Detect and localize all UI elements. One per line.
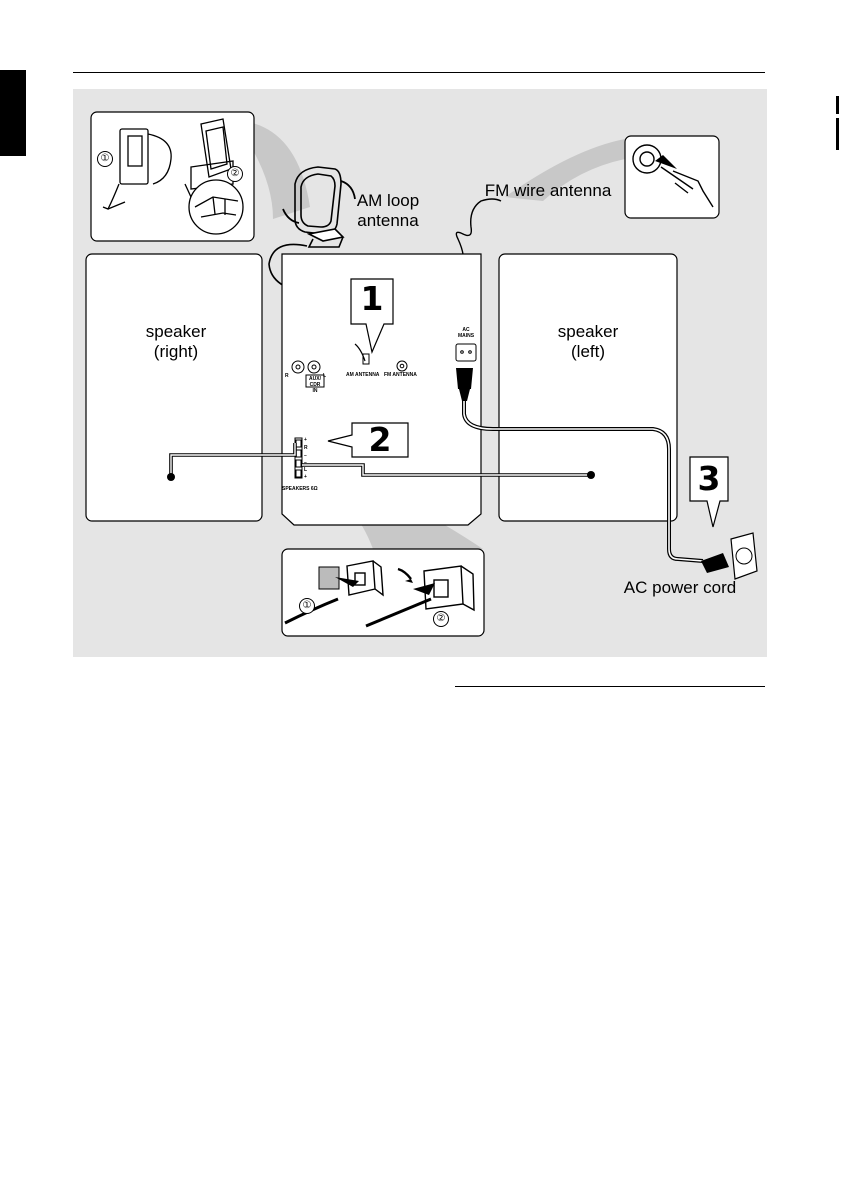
fm-antenna-panel-label: FM ANTENNA [384,372,417,378]
am-antenna-panel-label: AM ANTENNA [346,372,379,378]
mains-plug [456,368,473,389]
speaker-clip-pressed [319,567,339,589]
wall-plug [701,553,729,573]
fm-wire-antenna-label: FM wire antenna [468,181,628,201]
terminal-minus: − [304,453,307,459]
ac-power-cord-label: AC power cord [605,578,755,598]
connection-diagram: AM loop antenna FM wire antenna speaker … [73,89,767,657]
edge-mark [836,118,839,150]
terminal-plus-top: + [304,437,307,443]
step-1-number: 1 [353,281,391,317]
speaker-right-terminal [167,473,175,481]
speaker-right-label: speaker (right) [111,322,241,362]
aux-cdr-in-panel-label: AUX/ CDR IN [307,376,323,394]
speaker-left-terminal [587,471,595,479]
speaker-substep-1: ① [299,598,315,614]
header-rule [73,72,765,73]
ac-mains-panel-label: AC MAINS [454,327,478,339]
section-rule [455,686,765,687]
language-tab-marker [0,70,26,156]
am-substep-1: ① [97,151,113,167]
speaker-left-label: speaker (left) [523,322,653,362]
terminal-l: L [304,467,307,473]
terminal-r: R [304,445,308,451]
step-3-number: 3 [690,461,728,497]
am-substep-2: ② [227,166,243,182]
terminal-plus-bottom: + [304,474,307,480]
speaker-substep-2: ② [433,611,449,627]
speaker-left-cabinet [499,254,677,521]
speakers-panel-label: SPEAKERS 6Ω [282,486,318,492]
edge-mark [836,96,839,114]
step-2-number: 2 [355,422,405,458]
am-loop-antenna-label: AM loop antenna [333,191,443,231]
terminal-minus: − [304,460,307,466]
speaker-right-cabinet [86,254,262,521]
diagram-artwork [73,89,767,657]
aux-l-label: L [323,373,326,379]
aux-r-label: R [285,373,289,379]
wall-socket [731,533,757,579]
